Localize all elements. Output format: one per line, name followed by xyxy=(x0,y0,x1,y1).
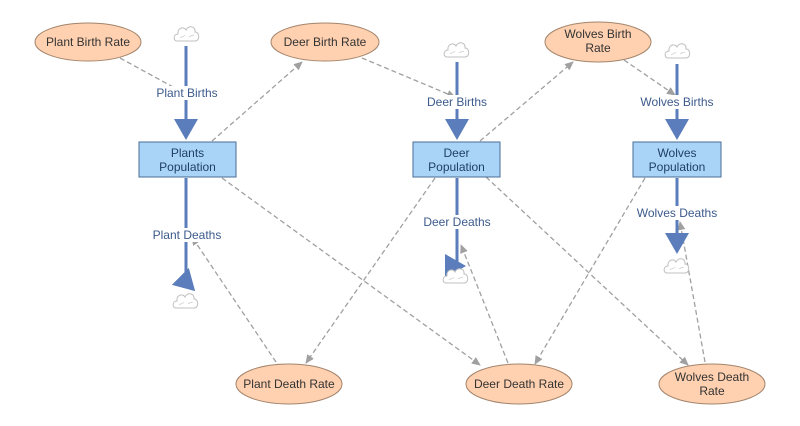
information-links xyxy=(119,57,706,366)
aux-label-line: Rate xyxy=(585,41,611,55)
link-wolvesbirthrate-to-wolvesbirths xyxy=(623,59,676,96)
aux-label-line: Plant Birth Rate xyxy=(46,35,130,49)
flow-label-deer-births: Deer Births xyxy=(427,95,487,109)
aux-label-line: Plant Death Rate xyxy=(243,377,335,391)
cloud-icon xyxy=(173,26,200,42)
flow-label-plant-deaths: Plant Deaths xyxy=(153,228,222,242)
link-plants-to-deerdeathrate xyxy=(221,177,481,366)
aux-deer-death-rate[interactable]: Deer Death Rate xyxy=(465,363,573,405)
flow-label-deer-deaths: Deer Deaths xyxy=(423,215,490,229)
cloud-icon xyxy=(442,268,469,284)
aux-label-line: Wolves Birth xyxy=(564,27,631,41)
cloud-icon xyxy=(443,42,470,58)
stock-label-line: Population xyxy=(159,160,216,174)
flow-pipe-plant-deaths xyxy=(171,178,196,292)
link-plants-to-deerbirthrate xyxy=(211,61,303,142)
aux-wolves-birth-rate[interactable]: Wolves Birth Rate xyxy=(544,21,652,63)
cloud-icon xyxy=(663,258,690,274)
aux-plant-birth-rate[interactable]: Plant Birth Rate xyxy=(34,22,142,62)
aux-deer-birth-rate[interactable]: Deer Birth Rate xyxy=(270,22,380,62)
stock-plants-population[interactable]: Plants Population xyxy=(138,141,237,178)
stock-label-line: Deer xyxy=(443,146,469,160)
link-plantdeathrate-to-plantdeaths xyxy=(191,236,277,363)
cloud-icon xyxy=(172,293,199,309)
link-deer-to-wolvesdeathrate xyxy=(485,176,689,366)
aux-label-line: Deer Birth Rate xyxy=(284,35,367,49)
cloud-icon xyxy=(664,43,691,59)
stock-wolves-population[interactable]: Wolves Population xyxy=(632,141,722,178)
aux-label-line: Deer Death Rate xyxy=(474,377,564,391)
stock-deer-population[interactable]: Deer Population xyxy=(412,141,501,178)
flow-label-wolves-deaths: Wolves Deaths xyxy=(637,206,717,220)
link-wolves-to-deerdeathrate xyxy=(534,177,646,365)
link-deer-to-plantdeathrate xyxy=(305,177,436,364)
link-deer-to-wolvesbirthrate xyxy=(479,61,574,142)
link-wolvesdeathrate-to-wolvesdeaths xyxy=(677,221,706,363)
link-deerbirthrate-to-deerbirths xyxy=(361,57,456,98)
flow-label-plant-births: Plant Births xyxy=(156,86,217,100)
stock-label-line: Wolves xyxy=(657,146,696,160)
aux-wolves-death-rate[interactable]: Wolves Death Rate xyxy=(658,363,766,405)
aux-label-line: Wolves Death xyxy=(675,370,749,384)
flow-label-wolves-births: Wolves Births xyxy=(640,95,713,109)
stock-label-line: Plants xyxy=(171,146,204,160)
aux-label-line: Rate xyxy=(699,384,725,398)
link-deerdeathrate-to-deerdeaths xyxy=(460,244,509,364)
aux-plant-death-rate[interactable]: Plant Death Rate xyxy=(235,363,343,405)
flow-labels: Plant Births Plant Deaths Deer Births De… xyxy=(148,86,722,242)
flow-pipe-deer-deaths xyxy=(445,178,466,278)
stock-label-line: Population xyxy=(649,160,706,174)
stock-label-line: Population xyxy=(428,160,485,174)
